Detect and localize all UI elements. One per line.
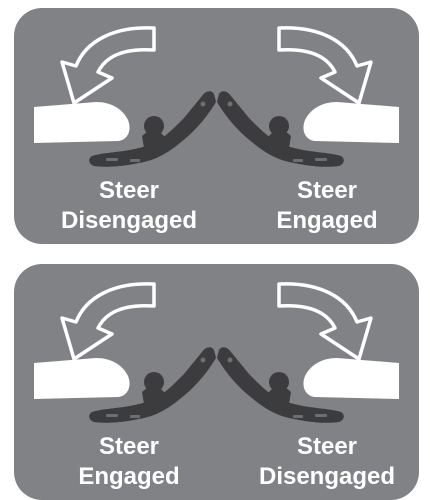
steer-panel-top: Steer Disengaged Steer Engaged xyxy=(14,8,419,244)
label-line-2: Engaged xyxy=(276,207,378,234)
hand-icon xyxy=(303,102,399,143)
label-right: Steer Disengaged xyxy=(232,432,422,492)
label-left: Steer Engaged xyxy=(34,432,224,492)
right-illustration xyxy=(217,26,399,167)
hand-icon xyxy=(303,358,399,399)
right-illustration xyxy=(217,282,399,423)
label-left: Steer Disengaged xyxy=(34,176,224,236)
label-line-1: Steer xyxy=(98,433,160,460)
left-illustration xyxy=(34,26,216,167)
hand-icon xyxy=(34,102,130,143)
curved-arrow-icon xyxy=(277,282,373,361)
label-line-1: Steer xyxy=(98,177,160,204)
left-illustration xyxy=(34,282,216,423)
curved-arrow-icon xyxy=(277,26,373,105)
label-line-2: Disengaged xyxy=(258,463,396,490)
label-right: Steer Engaged xyxy=(232,176,422,236)
curved-arrow-icon xyxy=(60,26,156,105)
label-line-2: Disengaged xyxy=(60,207,198,234)
label-line-1: Steer xyxy=(296,433,358,460)
curved-arrow-icon xyxy=(60,282,156,361)
hand-icon xyxy=(34,358,130,399)
steer-panel-bottom: Steer Engaged Steer Disengaged xyxy=(14,264,419,500)
label-line-2: Engaged xyxy=(78,463,180,490)
label-line-1: Steer xyxy=(296,177,358,204)
